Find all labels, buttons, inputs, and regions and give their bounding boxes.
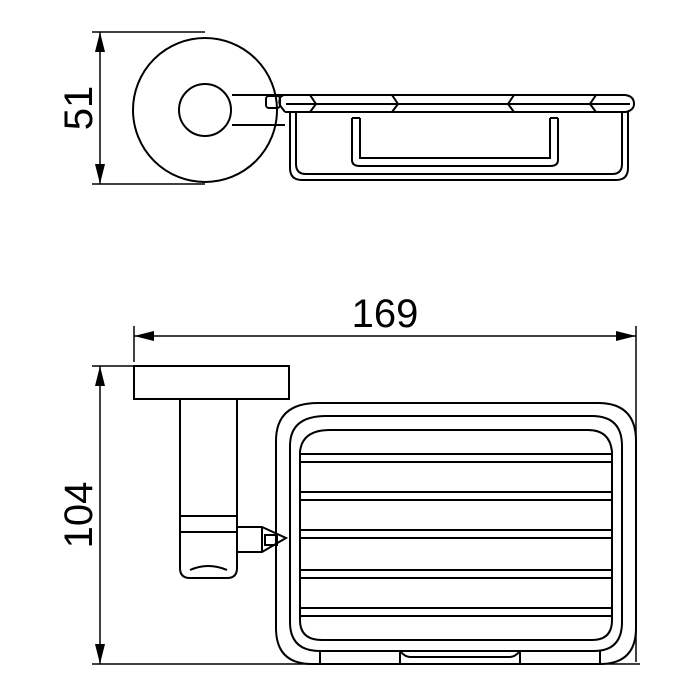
dimension-label-depth: 51 — [57, 86, 101, 131]
connector-arm-front — [237, 526, 289, 553]
front-view: 169 104 — [57, 292, 640, 665]
wall-flange — [133, 365, 290, 400]
dimension-height: 104 — [57, 365, 640, 665]
dimension-depth: 51 — [57, 31, 205, 185]
basket-side — [278, 94, 636, 181]
flange-outer-circle — [132, 37, 278, 183]
basket-frame — [275, 402, 637, 665]
basket-slats — [300, 453, 612, 617]
dimension-label-height: 104 — [57, 482, 101, 549]
dimension-width: 169 — [133, 292, 637, 662]
top-view: 51 — [57, 31, 636, 185]
dimension-label-width: 169 — [352, 292, 419, 336]
mount-post — [179, 400, 238, 579]
post-circle — [178, 83, 232, 137]
